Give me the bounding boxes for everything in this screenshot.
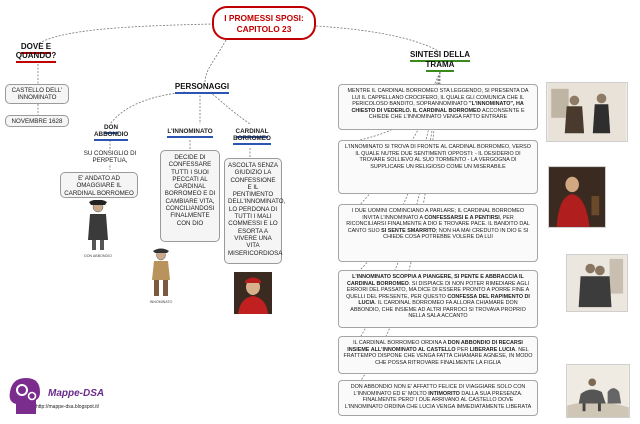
branch-summary: SINTESI DELLA TRAMA [405, 50, 475, 72]
branch-summary-label: SINTESI DELLA TRAMA [409, 50, 470, 72]
logo[interactable]: Mappe-DSA http://mappe-dsa.blogspot.it/ [6, 374, 156, 420]
illustration-embrace [566, 254, 628, 312]
character-name-innominato: L'INNOMINATO [162, 128, 218, 138]
map-title-line1: I PROMESSI SPOSI: [224, 13, 304, 23]
don-abbondio-illustration [88, 200, 108, 250]
logo-head-gears-icon [9, 378, 40, 414]
summary-box-6: DON ABBONDIO NON E' AFFATTO FELICE DI VI… [338, 380, 538, 416]
when-date: NOVEMBRE 1628 [5, 115, 69, 127]
summary-box-2: L'INNOMINATO SI TROVA DI FRONTE AL CARDI… [338, 140, 538, 194]
branch-characters-label: PERSONAGGI [174, 82, 230, 94]
summary-text-5-3: PER [455, 346, 470, 353]
summary-text-4-1: L'INNOMINATO SCOPPIA A PIANGERE, SI PENT… [346, 274, 524, 287]
summary-text-3-5: ; NON HA MAI CREDUTO IN DIO E SI CHIEDE … [383, 227, 529, 241]
summary-text-1-2: "L'INNOMINATO", HA CHIESTO DI VEDERLO. I… [351, 101, 524, 114]
summary-text-4-2: . SI DISPIACE DI NON POTER RIMEDIARE AGL… [346, 280, 530, 300]
summary-text-6-2: INTIMORITO [428, 390, 460, 397]
summary-text-5-4: LIBERARE LUCIA [469, 346, 516, 353]
summary-text-5-2: DON ABBONDIO DI RECARSI INSIEME ALL'INNO… [347, 340, 523, 353]
character-desc-innominato: DECIDE DI CONFESSARE TUTTI I SUOI PECCAT… [160, 150, 220, 242]
summary-text-3-3: , PER RICONCILIARSI FINALMENTE A DIO E T… [346, 214, 530, 234]
branch-characters: PERSONAGGI [170, 82, 234, 94]
caption-innominato: INNOMINATO [149, 300, 173, 304]
illustration-journey [566, 364, 630, 418]
character-desc-borromeo: ASCOLTA SENZA GIUDIZIO LA CONFESSIONE E … [224, 158, 285, 264]
caption-don-abbondio: DON ABBONDIO [84, 254, 112, 258]
character-desc-don-abbondio-1: SU CONSIGLIO DI PERPETUA, [82, 150, 138, 165]
summary-text-3-2: CONFESSARSI E A PENTIRSI [424, 214, 500, 221]
summary-box-5: IL CARDINAL BORROMEO ORDINA A DON ABBOND… [338, 336, 538, 374]
character-name-don-abbondio: DON ABBONDIO [94, 124, 129, 142]
character-desc-don-abbondio-2: E' ANDATO AD OMAGGIARE IL CARDINAL BORRO… [60, 172, 138, 198]
summary-text-5-5: . NEL FRATTEMPO DISPONE CHE VENGA FATTA … [343, 346, 533, 366]
summary-box-3: I DUE UOMINI COMINCIANO A PARLARE; IL CA… [338, 204, 538, 262]
summary-text-5-1: IL CARDINAL BORROMEO ORDINA A [353, 340, 448, 346]
summary-text-3-4: SI SENTE SMARRITO [381, 227, 436, 234]
illustration-cardinal [548, 166, 606, 228]
summary-text-6-3: DALLA SUA PRESENZA. FINALMENTE PERO' I D… [344, 390, 532, 410]
summary-text-1-3: ACCONSENTE E CHIEDE CHE L'INNOMINATO VEN… [368, 107, 525, 121]
innominato-illustration [152, 248, 170, 296]
summary-text-1-1: MENTRE IL CARDINAL BORROMEO STA LEGGENDO… [347, 88, 529, 107]
summary-text-2-1: L'INNOMINATO SI TROVA DI FRONTE AL CARDI… [345, 144, 531, 170]
summary-text-6-1: DON ABBONDIO NON E' AFFATTO FELICE DI VI… [350, 384, 526, 397]
logo-url[interactable]: http://mappe-dsa.blogspot.it/ [36, 404, 100, 410]
borromeo-portrait [234, 272, 272, 314]
logo-name: Mappe-DSA [48, 388, 105, 399]
map-title: I PROMESSI SPOSI: CAPITOLO 23 [212, 6, 316, 40]
branch-where-when: DOVE E QUANDO? [4, 42, 68, 63]
summary-text-4-3: CONFESSA DEL RAPIMENTO DI LUCIA [358, 293, 530, 307]
illustration-meeting [546, 82, 628, 142]
summary-text-4-4: . IL CARDINAL BORROMEO FA ALLORA CHIAMAR… [350, 300, 526, 319]
map-title-line2: CAPITOLO 23 [236, 24, 292, 34]
summary-text-3-1: I DUE UOMINI COMINCIANO A PARLARE; IL CA… [351, 208, 525, 221]
branch-where-when-label: DOVE E QUANDO? [15, 42, 57, 63]
character-name-borromeo: CARDINAL BORROMEO [226, 128, 278, 146]
summary-box-1: MENTRE IL CARDINAL BORROMEO STA LEGGENDO… [338, 84, 538, 130]
summary-box-4: L'INNOMINATO SCOPPIA A PIANGERE, SI PENT… [338, 270, 538, 328]
where-castle: CASTELLO DELL' INNOMINATO [5, 84, 69, 104]
